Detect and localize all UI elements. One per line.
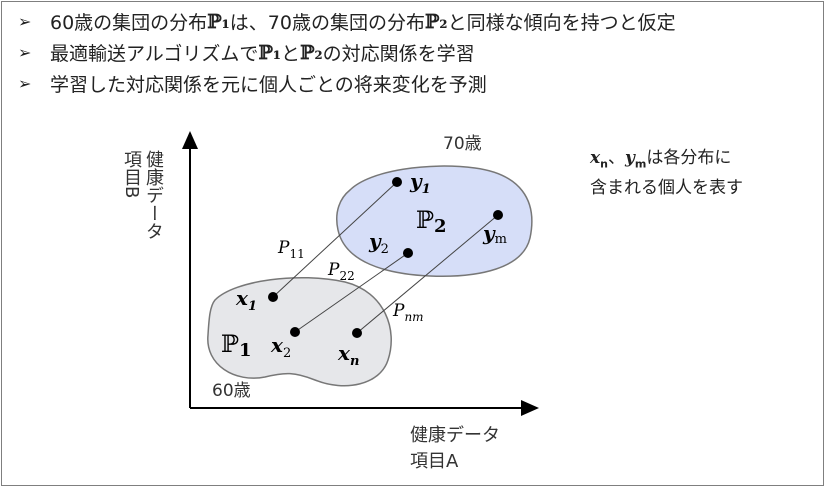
label-ym: ym (482, 221, 507, 247)
symbol-p2: ℙ₂ (300, 41, 323, 64)
y-axis-label: 健康データ項目B (120, 150, 164, 240)
bullet-text: 最適輸送アルゴリズムで (50, 43, 259, 65)
bullet-text: と (281, 43, 301, 65)
label-pnm: Pnm (392, 301, 424, 324)
arrow-bullet-icon: ➢ (18, 74, 32, 93)
coupling-lines (272, 181, 499, 334)
note-y: y (624, 148, 635, 168)
note-line2: 含まれる個人を表す (590, 178, 743, 199)
point-y1 (392, 177, 402, 187)
label-xn: xn (337, 341, 359, 369)
point-ym (493, 210, 503, 220)
bullet-text: の対応関係を学習 (322, 43, 475, 65)
bullet-text: 60歳の集団の分布 (50, 12, 208, 34)
label-p1: ℙ1 (221, 330, 252, 361)
symbol-p2: ℙ₂ (424, 10, 448, 33)
note-sep: 、 (607, 148, 625, 168)
arrow-bullet-icon: ➢ (18, 12, 32, 31)
bullet-3: ➢ 学習した対応関係を元に個人ごとの将来変化を予測 (18, 68, 676, 99)
label-x1: x1 (235, 286, 257, 314)
bullet-text: は、70歳の集団の分布 (229, 12, 425, 34)
point-x2 (290, 327, 300, 337)
label-p22: P22 (327, 260, 355, 283)
bullet-text: と同様な傾向を持つと仮定 (447, 12, 676, 34)
coupling-line-22 (294, 252, 409, 333)
age-70-label: 70歳 (443, 134, 482, 154)
y-axis-label-line2: 項目B (121, 150, 142, 199)
y-axis-label-line1: 健康データ (143, 150, 164, 240)
label-p2: ℙ2 (416, 206, 447, 237)
note-x-sub: n (600, 157, 608, 171)
label-y2: y2 (368, 229, 389, 257)
point-xn (352, 328, 362, 338)
label-x2: x2 (270, 333, 291, 361)
note-x: x (590, 148, 601, 168)
legend-note: xn、ymは各分布に 含まれる個人を表す (590, 146, 743, 200)
bullet-text: 学習した対応関係を元に個人ごとの将来変化を予測 (50, 74, 487, 96)
x-axis-label-line2: 項目A (410, 451, 459, 472)
note-text: は各分布に (646, 148, 732, 168)
arrow-bullet-icon: ➢ (18, 43, 32, 62)
age-60-label: 60歳 (212, 381, 251, 401)
point-y2 (403, 248, 413, 258)
x-axis-label: 健康データ 項目A (410, 423, 500, 475)
coupling-line-11 (272, 181, 398, 298)
coupling-line-nm (356, 214, 499, 334)
symbol-p1: ℙ₁ (207, 10, 230, 33)
symbol-p1: ℙ₁ (258, 41, 282, 64)
x-axis-label-line1: 健康データ (410, 425, 500, 446)
distribution-p2-blob (336, 165, 533, 277)
label-p11: P11 (277, 238, 305, 261)
label-y1: y1 (409, 169, 431, 197)
note-y-sub: m (634, 157, 647, 171)
note-line1: xn、ymは各分布に (590, 146, 743, 176)
point-x1 (268, 292, 278, 302)
